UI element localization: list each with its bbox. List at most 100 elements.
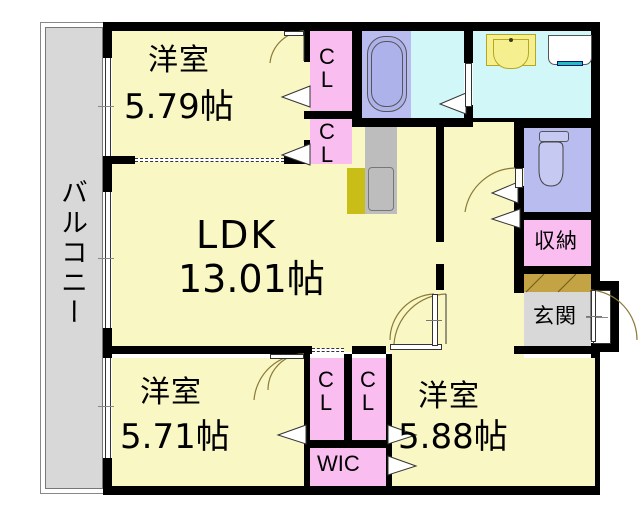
window-top-left <box>105 58 111 156</box>
wall-ldk-bottom <box>103 346 312 354</box>
exterior-wall-right-bottom <box>591 343 600 495</box>
wic-label: WIC <box>317 451 360 476</box>
washing-machine-base <box>557 61 583 66</box>
balcony-label: バルコニー <box>56 178 87 328</box>
toilet-bowl-icon <box>538 141 564 187</box>
wall-cl-bottom-mid <box>344 354 352 446</box>
wall-closet-divider <box>304 111 358 119</box>
wall-genkan-left <box>514 274 524 293</box>
closet-top-2-label: C L <box>319 120 335 166</box>
room-bottom-left-floor <box>112 358 310 486</box>
vanity-basin <box>493 39 529 69</box>
bathtub-inner <box>371 41 403 107</box>
toilet-door-swing[interactable] <box>460 167 520 224</box>
wall-ldk-bottom-2 <box>352 346 386 354</box>
closet-label-line1: C <box>319 119 335 144</box>
wic-door[interactable] <box>386 455 418 476</box>
washroom-door-sash[interactable] <box>465 63 472 107</box>
wall-bath-washroom <box>464 31 473 63</box>
exterior-wall-left-b <box>103 156 112 192</box>
wall-wic-top <box>304 440 392 448</box>
closet-label-line1: C <box>319 44 335 69</box>
closet-bottom-1 <box>310 358 344 440</box>
wall-cl-bottom-right <box>386 354 392 486</box>
toilet-door-sash[interactable] <box>515 168 523 188</box>
window-tick-3 <box>98 406 114 407</box>
door-room-top-swing[interactable] <box>268 30 310 71</box>
closet-label-line1: C <box>360 367 376 392</box>
wall-toilet-left-2 <box>514 186 524 212</box>
exterior-wall-right-upper <box>591 22 600 285</box>
closet-bottom-2-door[interactable] <box>386 424 418 445</box>
door-leaf-room-bl[interactable] <box>270 354 304 359</box>
room-top-left-name: 洋室 <box>148 43 210 78</box>
window-ldk-left <box>105 192 111 328</box>
exterior-wall-bottom <box>103 486 600 495</box>
closet-label-line2: L <box>320 142 334 168</box>
wall-bath-washroom-2 <box>464 105 473 127</box>
closet-bottom-2-label: C L <box>360 368 376 414</box>
stove <box>347 168 365 214</box>
wall-toilet-top <box>514 122 591 128</box>
kitchen-sink <box>368 167 394 211</box>
closet-top-1 <box>310 31 352 111</box>
wall-bath-left <box>352 31 362 118</box>
wall-washroom-bottom <box>473 118 591 122</box>
closet-bottom-1-door[interactable] <box>276 424 308 445</box>
sliding-door-ldk-top[interactable] <box>135 158 284 162</box>
door-leaf-room-top[interactable] <box>284 31 304 36</box>
room-bottom-right-area: 5.88帖 <box>398 417 508 457</box>
wall-bath-bottom <box>352 118 471 127</box>
ldk-area: 13.01帖 <box>178 257 325 301</box>
storage-floor <box>524 219 591 266</box>
closet-label-line2: L <box>320 67 334 93</box>
wall-storage-bottom <box>514 266 591 274</box>
closet-bottom-1-label: C L <box>318 368 334 414</box>
closet-label-line2: L <box>361 390 375 416</box>
wall-cl-bottom-left <box>304 354 310 446</box>
exterior-wall-right-lower2 <box>591 343 619 352</box>
storage-label: 収納 <box>534 229 578 253</box>
window-bottom-left <box>105 358 111 458</box>
wall-toilet-bottom <box>514 212 591 220</box>
toilet-door[interactable] <box>490 181 520 204</box>
exterior-wall-left-a <box>103 22 112 58</box>
balcony-floor <box>45 27 103 489</box>
ldk-name: LDK <box>196 213 278 257</box>
exterior-wall-right-lower <box>610 281 619 343</box>
room-bottom-right-floor <box>390 358 595 486</box>
closet-label-line2: L <box>319 390 333 416</box>
closet-top-2 <box>310 119 352 164</box>
door-room-bl-swing[interactable] <box>252 353 308 406</box>
storage-door[interactable] <box>490 208 522 229</box>
wall-storage-left <box>514 219 524 266</box>
genkan-floor <box>524 292 591 346</box>
faucet-icon <box>509 38 513 42</box>
door-leaf-room-br[interactable] <box>390 344 442 350</box>
exterior-wall-top <box>103 22 600 31</box>
closet-label-line1: C <box>318 367 334 392</box>
wall-wic-left <box>304 440 310 490</box>
wall-ldk-hall-2 <box>436 264 444 290</box>
sliding-door-ldk-bottom[interactable] <box>312 348 344 352</box>
wall-genkan-bottom <box>514 346 600 354</box>
room-top-left-area: 5.79帖 <box>124 87 234 127</box>
entrance-door-swing[interactable] <box>590 289 640 346</box>
exterior-wall-left-c <box>103 328 112 358</box>
exterior-wall-left-d <box>103 458 112 495</box>
door-ldk-swing[interactable] <box>388 293 440 348</box>
window-right-tick <box>586 317 608 318</box>
closet-top-1-door[interactable] <box>280 85 312 108</box>
wall-room-top-bottom-left <box>103 156 135 164</box>
bathroom-door[interactable] <box>438 92 468 115</box>
room-bottom-left-area: 5.71帖 <box>120 417 230 457</box>
door-ldk-tick <box>426 320 442 321</box>
wall-room-top-right <box>304 31 310 62</box>
wall-ldk-hall <box>436 122 444 242</box>
closet-top-2-door[interactable] <box>280 143 312 166</box>
closet-top-1-label: C L <box>319 45 335 91</box>
genkan-label: 玄関 <box>533 304 577 328</box>
window-tick-1 <box>98 106 114 107</box>
entrance-door-tick <box>586 316 602 317</box>
